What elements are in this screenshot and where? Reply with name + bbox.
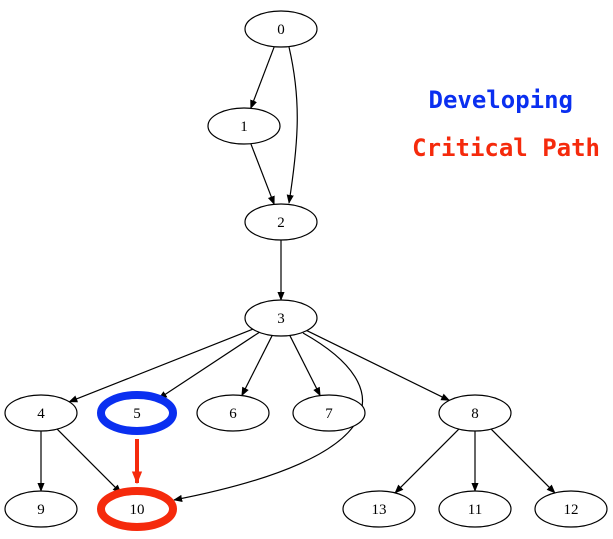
node-label: 1 [240,119,248,135]
edge-4-10 [56,428,122,494]
node-7[interactable]: 7 [292,394,366,432]
node-label: 11 [468,502,482,518]
node-9[interactable]: 9 [4,490,78,528]
node-8[interactable]: 8 [438,394,512,432]
node-label: 12 [564,502,579,518]
node-label: 7 [325,406,333,422]
node-ellipse [4,394,78,432]
node-12[interactable]: 12 [534,490,608,528]
node-1[interactable]: 1 [207,107,281,145]
node-ellipse [438,490,512,528]
edge-1-2 [250,143,275,206]
edges-layer [37,46,556,502]
node-6[interactable]: 6 [196,394,270,432]
legend-critical-path: Critical Path [412,134,600,162]
edge-8-12 [490,428,556,494]
edge-0-1 [250,46,275,110]
node-label: 4 [37,406,45,422]
edge-3-7 [289,335,321,397]
node-ellipse [4,490,78,528]
node-ellipse [438,394,512,432]
node-label: 8 [471,406,479,422]
edge-3-5 [157,331,260,400]
node-label: 9 [37,502,45,518]
node-2[interactable]: 2 [244,203,318,241]
node-label: 3 [277,311,285,327]
node-label: 5 [133,406,141,422]
node-0[interactable]: 0 [244,10,318,48]
edge-3-8 [306,330,451,401]
edge-0-2 [286,46,298,204]
node-13[interactable]: 13 [342,490,416,528]
node-11[interactable]: 11 [438,490,512,528]
legend-developing: Developing [428,86,574,114]
node-ellipse [244,203,318,241]
node-label: 2 [277,215,285,231]
node-ellipse [342,490,416,528]
node-ellipse [244,10,318,48]
edge-8-13 [394,428,460,494]
node-ellipse [534,490,608,528]
node-ellipse [196,394,270,432]
node-5[interactable]: 5 [97,391,177,435]
node-ellipse [207,107,281,145]
node-label: 6 [229,406,237,422]
edge-3-6 [241,335,273,397]
node-4[interactable]: 4 [4,394,78,432]
node-ellipse [97,391,177,435]
node-ellipse [244,299,318,337]
node-10[interactable]: 10 [97,487,177,531]
node-label: 0 [277,22,285,38]
edge-3-4 [68,328,253,403]
node-ellipse [292,394,366,432]
node-label: 13 [372,502,387,518]
node-3[interactable]: 3 [244,299,318,337]
node-ellipse [97,487,177,531]
node-label: 10 [130,502,145,518]
